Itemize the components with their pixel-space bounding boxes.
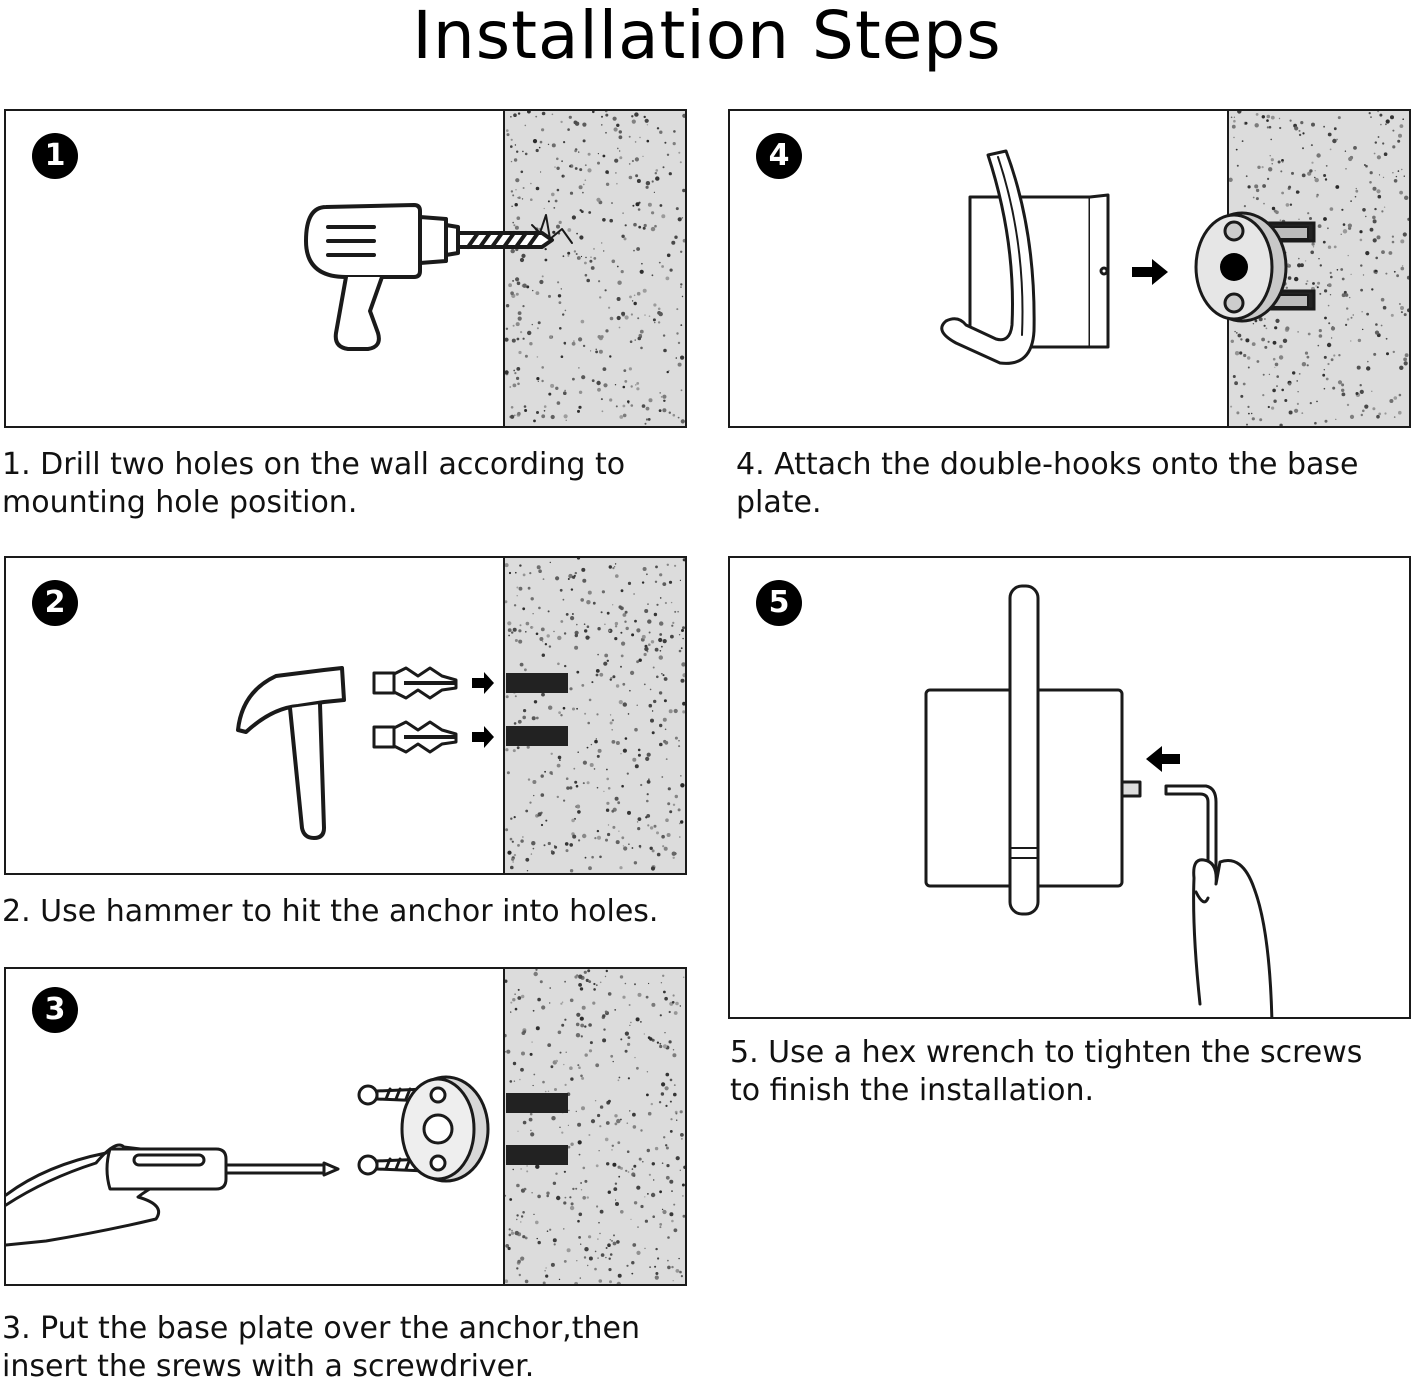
hammer-and-anchors-illustration [236, 666, 568, 840]
step-2-badge: 2 [32, 580, 78, 626]
wall-texture [503, 969, 685, 1284]
step-5-badge: 5 [756, 580, 802, 626]
step-5-panel: 5 [728, 556, 1411, 1019]
wall-speckles [505, 558, 685, 873]
step-5-caption: 5. Use a hex wrench to tighten the screw… [730, 1035, 1363, 1108]
step-4-badge: 4 [756, 133, 802, 179]
drill-illustration [304, 203, 573, 351]
hex-wrench-tighten-illustration [924, 584, 1274, 1017]
double-hook-attach-illustration [940, 149, 1316, 365]
step-2-caption: 2. Use hammer to hit the anchor into hol… [2, 894, 659, 929]
step-4-caption: 4. Attach the double-hooks onto the base… [736, 447, 1359, 520]
step-2-panel: 2 [4, 556, 687, 875]
step-3-caption: 3. Put the base plate over the anchor,th… [2, 1311, 640, 1384]
screwdriver-base-plate-illustration [6, 1075, 568, 1247]
wall-speckles [1229, 111, 1409, 426]
wall-texture [503, 111, 685, 426]
page-title: Installation Steps [412, 0, 1002, 74]
step-1-caption: 1. Drill two holes on the wall according… [2, 447, 626, 520]
step-3-panel: 3 [4, 967, 687, 1286]
step-1-panel: 1 [4, 109, 687, 428]
step-4-panel: 4 [728, 109, 1411, 428]
step-3-badge: 3 [32, 987, 78, 1033]
step-1-badge: 1 [32, 133, 78, 179]
wall-texture [503, 558, 685, 873]
